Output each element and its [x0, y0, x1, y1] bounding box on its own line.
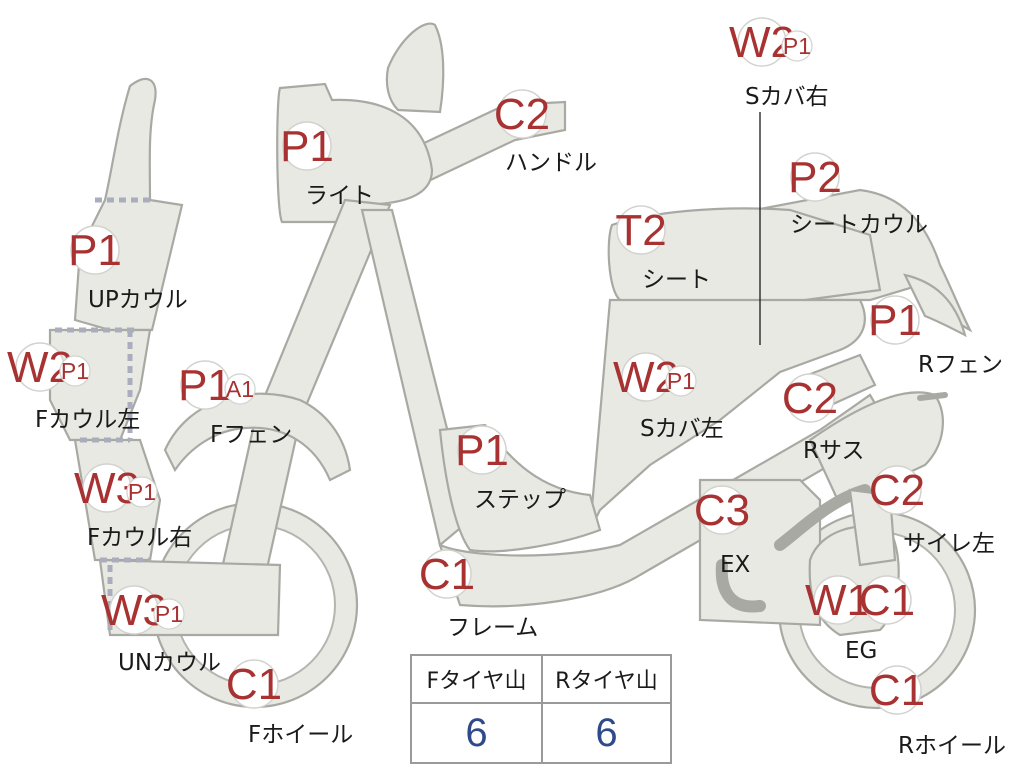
badge-handle: C2 ハンドル: [494, 89, 597, 176]
badge-circle: [785, 373, 835, 423]
sub-grade-code: P1: [155, 601, 183, 627]
sub-grade-code: P1: [61, 358, 89, 384]
part-label: Rサス: [803, 438, 865, 464]
grade-code: P1: [68, 226, 122, 275]
badge-eg-c: C1: [859, 575, 915, 625]
badge-circle: [872, 665, 922, 715]
grade-code: P1: [455, 426, 509, 475]
part-label: UNカウル: [118, 650, 221, 676]
part-label: シートカウル: [790, 212, 928, 238]
sub-grade-circle: [224, 373, 256, 405]
grade-code: P2: [788, 153, 842, 202]
grade-code: T2: [615, 206, 666, 255]
sub-grade-code: P1: [128, 479, 156, 505]
badge-light: P1 ライト: [280, 121, 374, 209]
part-label: EX: [720, 552, 751, 578]
badge-circle: [790, 152, 840, 202]
part-label: Fフェン: [210, 422, 292, 448]
sub-grade-circle: [665, 365, 697, 397]
grade-code: P1: [178, 361, 232, 410]
sub-grade-code: P1: [667, 368, 695, 394]
badge-circle: [70, 225, 120, 275]
sub-grade-circle: [153, 598, 185, 630]
grade-code: W1: [805, 576, 871, 625]
grade-code: C3: [694, 486, 750, 535]
badge-seat: T2 シート: [615, 205, 711, 293]
grade-code: C1: [869, 666, 925, 715]
sub-grade-circle: [781, 30, 813, 62]
sub-grade-code: P1: [783, 33, 811, 59]
motorcycle-silhouette: [48, 22, 977, 710]
badge-seat-cowl: P2 シートカウル: [788, 152, 928, 238]
grade-code: C1: [859, 576, 915, 625]
badge-circle: [870, 295, 920, 345]
tire-tread-table: Fタイヤ山 Rタイヤ山 6 6: [410, 654, 672, 764]
badge-circle: [497, 89, 547, 139]
grade-code: P1: [868, 296, 922, 345]
badge-circle: [616, 205, 666, 255]
part-label: Fカウル右: [87, 525, 192, 551]
part-label: Sカバ右: [745, 84, 829, 110]
badge-circle: [697, 485, 747, 535]
sub-grade-circle: [59, 355, 91, 387]
part-label: Rホイール: [898, 733, 1006, 759]
badge-circle: [862, 575, 912, 625]
badge-circle: [422, 549, 472, 599]
grade-code: C2: [869, 466, 925, 515]
front-tire-header: Fタイヤ山: [426, 669, 527, 694]
badge-muffler-left: C2 サイレ左: [869, 465, 995, 557]
part-label: ステップ: [474, 487, 566, 513]
part-label: Sカバ左: [640, 416, 724, 442]
rear-tire-header: Rタイヤ山: [541, 656, 670, 702]
sub-grade-circle: [126, 476, 158, 508]
part-label: ハンドル: [505, 150, 597, 176]
grade-code: C2: [782, 374, 838, 423]
badge-circle: [813, 575, 863, 625]
front-tire-value: 6: [465, 710, 488, 755]
part-label: EG: [845, 638, 877, 664]
part-label: Fホイール: [248, 722, 353, 748]
rear-tire-value: 6: [541, 702, 670, 764]
badge-circle: [282, 121, 332, 171]
part-label: UPカウル: [88, 287, 188, 313]
badge-circle: [229, 659, 279, 709]
badge-circle: [457, 425, 507, 475]
badge-circle: [872, 465, 922, 515]
part-label: ライト: [305, 183, 374, 209]
sub-grade-code: A1: [226, 376, 254, 402]
badge-step: P1 ステップ: [455, 425, 566, 513]
part-label: Rフェン: [918, 352, 1003, 378]
part-label: Fカウル左: [35, 407, 140, 433]
grade-code: P1: [280, 122, 334, 171]
part-label: サイレ左: [903, 531, 995, 557]
grade-code: C1: [226, 660, 282, 709]
badge-frame: C1 フレーム: [419, 549, 538, 641]
grade-code: C2: [494, 90, 550, 139]
part-label: フレーム: [447, 615, 538, 641]
grade-code: C1: [419, 550, 475, 599]
part-label: シート: [642, 267, 711, 293]
